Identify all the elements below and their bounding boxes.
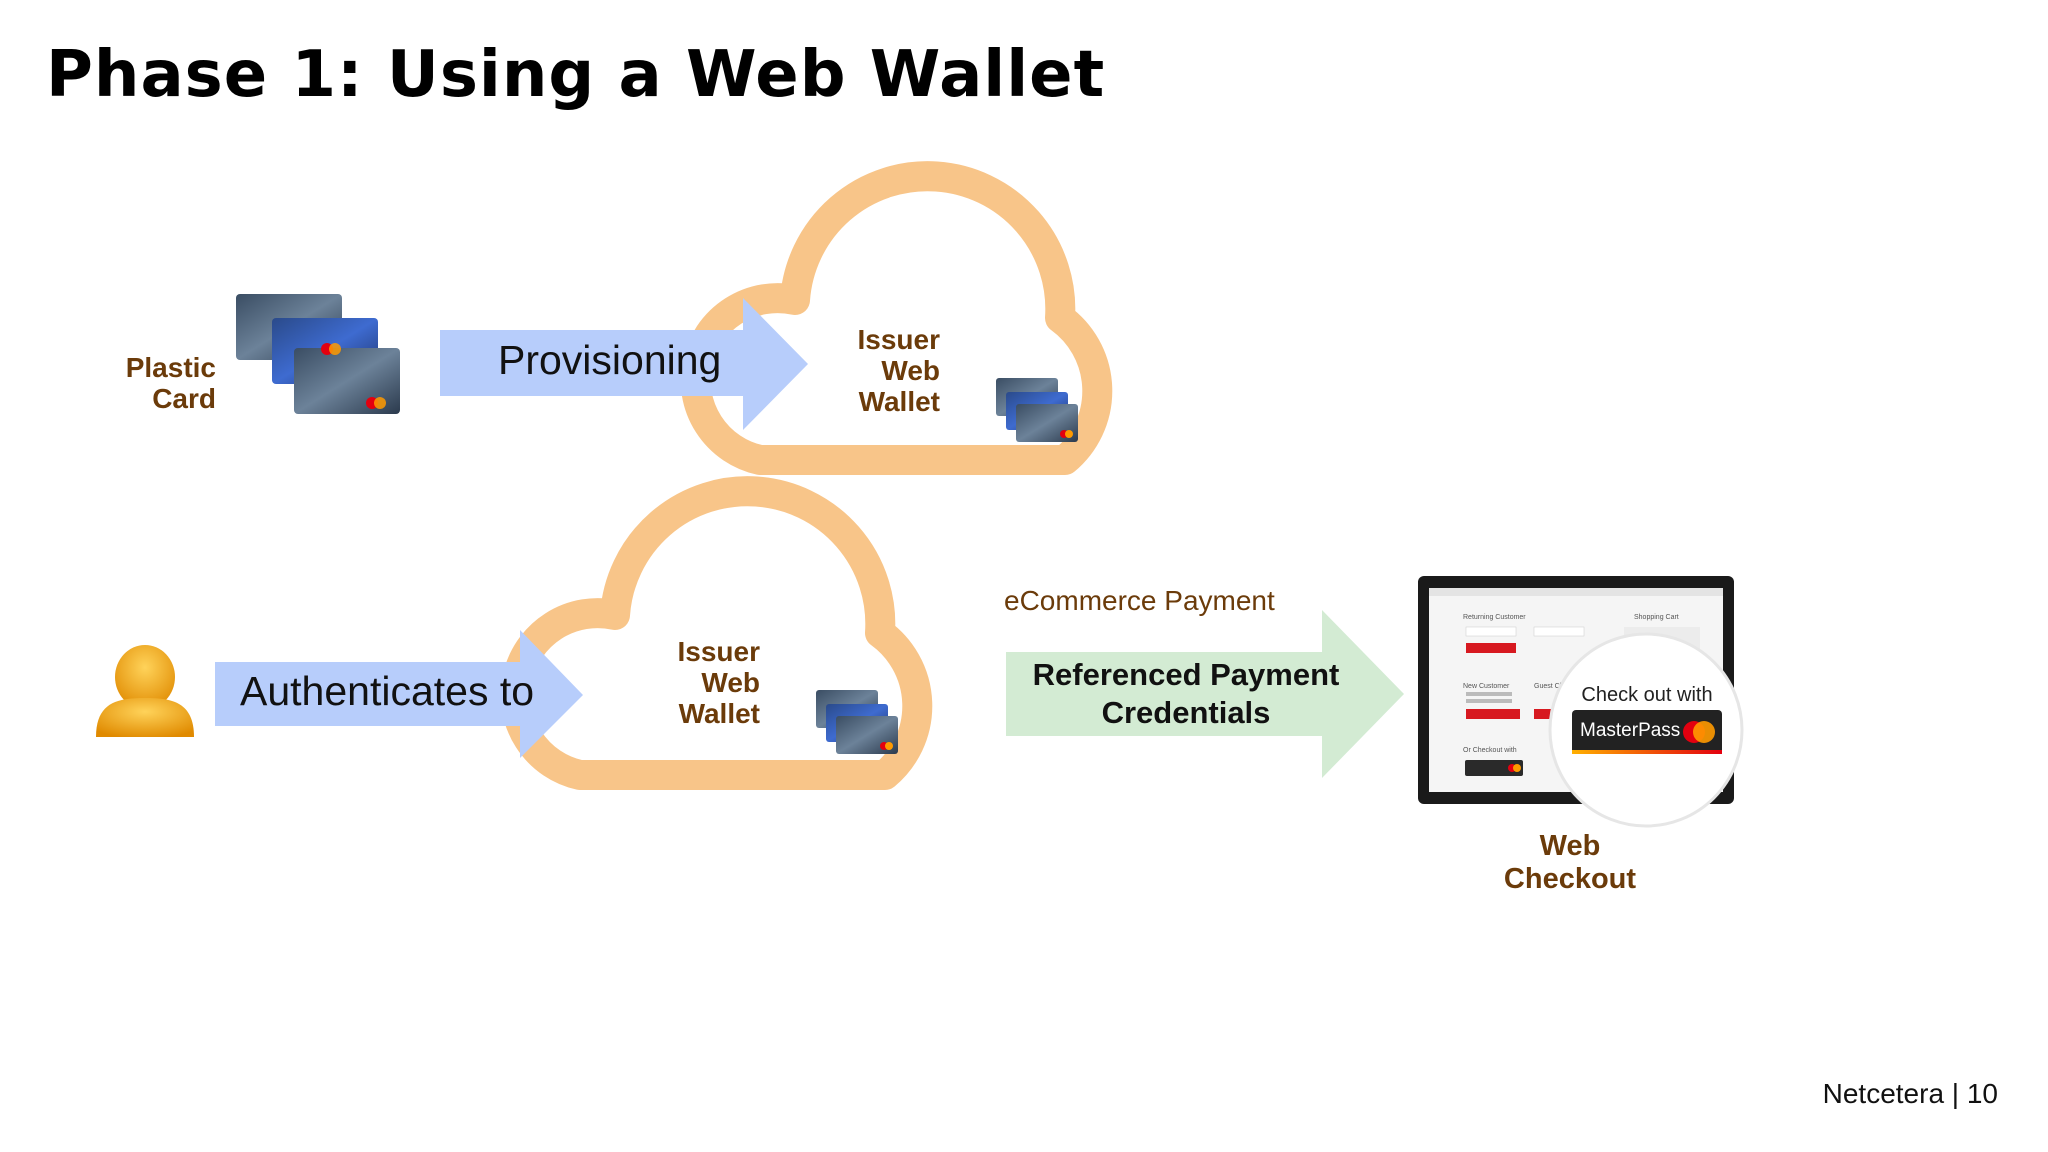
cloud-top-label: Issuer Web Wallet	[816, 324, 941, 417]
provisioning-arrow	[440, 298, 808, 430]
screen-shopping-cart: Shopping Cart	[1634, 614, 1679, 621]
screen-returning-customer: Returning Customer	[1463, 614, 1526, 621]
cloud-bottom-card-stack	[816, 690, 898, 754]
cloud-top-label-line2: Web	[881, 355, 940, 386]
payment-arrow-label-line1: Referenced Payment	[1032, 657, 1340, 692]
cloud-top-card-stack	[996, 378, 1078, 442]
screen-new-customer: New Customer	[1463, 683, 1510, 690]
footer-page-number: Netcetera | 10	[1822, 1078, 1998, 1109]
plastic-card-label-line2: Card	[152, 383, 216, 414]
cloud-top-label-line3: Wallet	[858, 386, 940, 417]
cloud-bottom-label: Issuer Web Wallet	[636, 636, 761, 729]
cloud-top-label-line1: Issuer	[857, 324, 941, 355]
plastic-card-label-line1: Plastic	[125, 352, 216, 383]
plastic-card-stack	[236, 294, 400, 414]
cloud-bottom-label-line1: Issuer	[677, 636, 761, 667]
masterpass-label: MasterPass	[1580, 720, 1681, 741]
tablet-device: Returning Customer Shopping Cart New Cus…	[1418, 576, 1744, 828]
authenticates-label: Authenticates to	[240, 668, 535, 714]
zoom-check-out-text: Check out with	[1581, 684, 1713, 706]
payment-arrow-label: Referenced Payment Credentials	[1006, 656, 1366, 732]
screen-or-checkout-with: Or Checkout with	[1463, 747, 1517, 754]
person-icon	[96, 645, 194, 737]
masterpass-badge	[1572, 710, 1722, 754]
web-checkout-caption: Web Checkout	[1503, 830, 1637, 895]
ecommerce-payment-caption: eCommerce Payment	[1004, 585, 1275, 616]
provisioning-label: Provisioning	[498, 337, 722, 383]
page-title: Phase 1: Using a Web Wallet	[46, 38, 1106, 112]
plastic-card-label: Plastic Card	[100, 352, 216, 414]
payment-arrow-label-line2: Credentials	[1101, 695, 1271, 730]
screen-guest-checkout: Guest Ch	[1534, 683, 1564, 690]
payment-arrow	[1006, 610, 1404, 778]
cloud-bottom-label-line2: Web	[701, 667, 760, 698]
authenticates-arrow	[215, 630, 583, 758]
cloud-bottom-label-line3: Wallet	[678, 698, 760, 729]
